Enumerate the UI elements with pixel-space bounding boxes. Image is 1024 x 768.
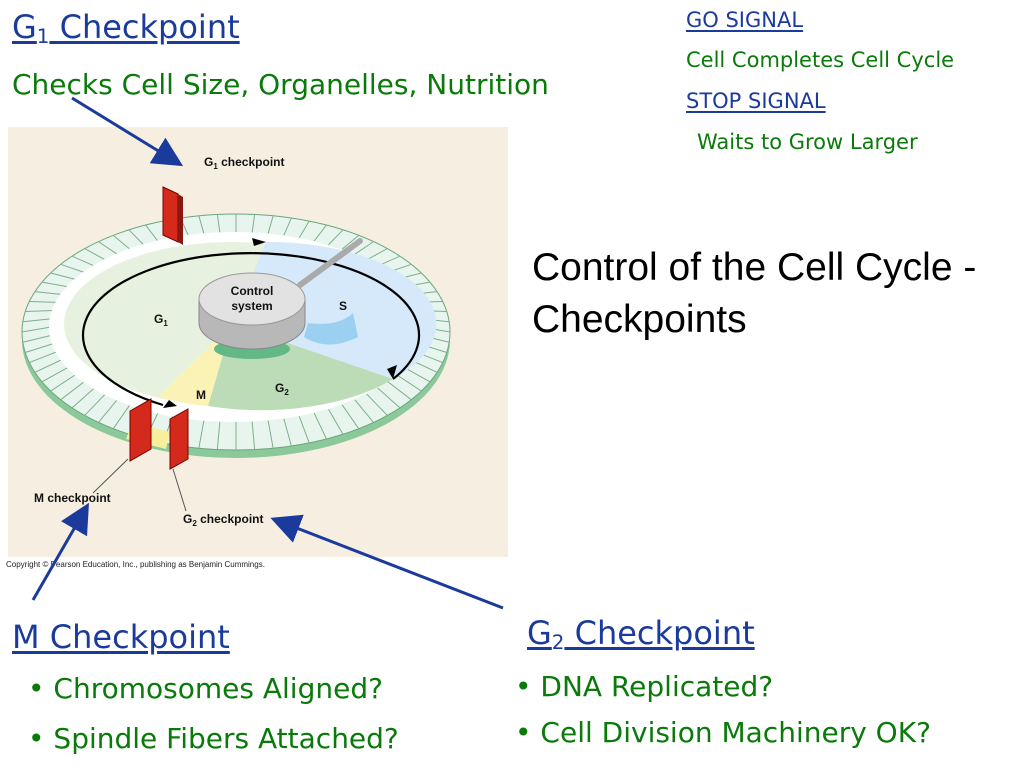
g1-checkpoint-gate xyxy=(162,186,179,243)
ring-segment-divider xyxy=(198,215,205,234)
g1-gate-edge xyxy=(178,194,183,245)
cycle-arrowhead-top xyxy=(252,238,266,246)
ring-segment-divider xyxy=(112,404,131,429)
cell-cycle-svg: G1 checkpoint Control system G1 S G2 M M… xyxy=(21,155,451,528)
m-checkpoint-pointer xyxy=(92,458,129,494)
control-label-line1: Control xyxy=(231,284,274,298)
ring-segment-divider xyxy=(29,300,58,303)
ring-segment-divider xyxy=(22,334,52,343)
m-phase-sector xyxy=(158,324,232,406)
g2-checkpoint-bullet: • DNA Replicated? xyxy=(515,670,774,703)
ring-segment-divider xyxy=(341,234,360,250)
ring-segment-divider xyxy=(354,241,374,255)
go-signal-label: GO SIGNAL xyxy=(686,8,804,32)
ring-segment-divider xyxy=(60,263,85,273)
cycle-arrow xyxy=(81,252,421,407)
g1-phase-label: G1 xyxy=(154,312,168,328)
ring-segment-divider xyxy=(283,418,292,447)
ring-segment-divider xyxy=(29,351,58,364)
g2-checkpoint-gate xyxy=(169,408,189,470)
ring-segment-divider xyxy=(341,404,360,429)
ring-segment-divider xyxy=(98,399,118,423)
ring-segment-divider xyxy=(313,224,327,242)
ring-segment-divider xyxy=(328,409,344,435)
ring-segment-divider xyxy=(41,281,69,288)
ring-segment-divider xyxy=(216,214,221,233)
m-checkpoint-bullet: • Spindle Fibers Attached? xyxy=(28,722,399,755)
ring-segment-divider xyxy=(34,291,63,296)
ring-segment-divider xyxy=(366,393,388,416)
g2-checkpoint-bullet: • Cell Division Machinery OK? xyxy=(515,716,931,749)
ring-segment-divider xyxy=(25,310,54,313)
control-label-line2: system xyxy=(231,299,272,313)
stop-signal-label: STOP SIGNAL xyxy=(686,89,826,113)
ring-segment-divider xyxy=(403,366,431,383)
ring-segment-divider xyxy=(267,215,274,234)
ring-segment-divider xyxy=(216,421,221,450)
m-checkpoint-label: M checkpoint xyxy=(34,491,111,505)
ring-segment-divider xyxy=(50,272,76,280)
s-phase-label: S xyxy=(339,299,347,313)
go-signal-description: Cell Completes Cell Cycle xyxy=(686,48,955,72)
control-system-top xyxy=(198,272,306,326)
ring-segment-divider xyxy=(128,229,144,246)
ring-segment-divider xyxy=(328,229,344,246)
stop-signal-description: Waits to Grow Larger xyxy=(697,130,918,154)
ring-segment-divider xyxy=(41,366,69,383)
ring-segment-divider xyxy=(22,318,52,323)
ring-segment-divider xyxy=(98,241,118,255)
slide-title: Control of the Cell Cycle - Checkpoints xyxy=(532,246,977,341)
ring-segment-divider xyxy=(298,220,310,238)
ring-segment-divider xyxy=(145,224,159,242)
control-lever xyxy=(297,238,363,288)
ring-segment-divider xyxy=(395,374,422,392)
m-phase-label: M xyxy=(196,388,206,402)
m-checkpoint-bullet: • Chromosomes Aligned? xyxy=(28,672,383,705)
ring-segment-divider xyxy=(84,248,106,261)
ring-segment-divider xyxy=(34,359,63,373)
ring-segment-divider xyxy=(60,381,85,401)
ring-segment-divider xyxy=(366,248,388,261)
g2-checkpoint-heading: G2 Checkpoint xyxy=(527,614,755,654)
ring-segment-divider xyxy=(198,420,205,449)
ring-segment-divider xyxy=(313,412,327,440)
ring-segment-divider xyxy=(25,343,54,353)
ring-segment-divider xyxy=(267,420,274,449)
copyright-notice: Copyright © Pearson Education, Inc., pub… xyxy=(6,560,265,569)
g2-checkpoint-pointer xyxy=(172,468,187,512)
ring-segment-divider xyxy=(298,416,310,444)
g2-checkpoint-label: G2 checkpoint xyxy=(183,512,263,528)
g1-checkpoint-label: G1 checkpoint xyxy=(204,155,284,171)
ring-segment-divider xyxy=(283,217,292,236)
s-phase-beam xyxy=(304,313,358,345)
ring-segment-divider xyxy=(71,255,95,267)
ring-segment-divider xyxy=(251,214,256,233)
ring-segment-divider xyxy=(84,393,106,416)
ring-segment-divider xyxy=(377,387,401,409)
g1-checkpoint-description: Checks Cell Size, Organelles, Nutrition xyxy=(12,68,549,101)
ring-segment-divider xyxy=(21,326,52,333)
ring-segment-divider xyxy=(50,374,77,392)
ring-segment-divider xyxy=(251,421,256,450)
m-checkpoint-gate xyxy=(129,398,152,462)
ring-segment-divider xyxy=(71,387,95,409)
cell-cycle-diagram: G1 checkpoint Control system G1 S G2 M M… xyxy=(8,127,508,557)
cycle-arrowhead-right xyxy=(387,365,397,379)
g2-phase-label: G2 xyxy=(275,381,289,397)
ring-segment-divider xyxy=(112,234,131,250)
ring-segment-divider xyxy=(354,399,374,423)
g1-checkpoint-heading: G1 Checkpoint xyxy=(12,8,240,48)
ring-segment-divider xyxy=(387,381,412,401)
s-phase-sector xyxy=(232,241,437,379)
m-checkpoint-heading: M Checkpoint xyxy=(12,618,230,656)
cycle-arrowhead-left xyxy=(163,400,177,408)
